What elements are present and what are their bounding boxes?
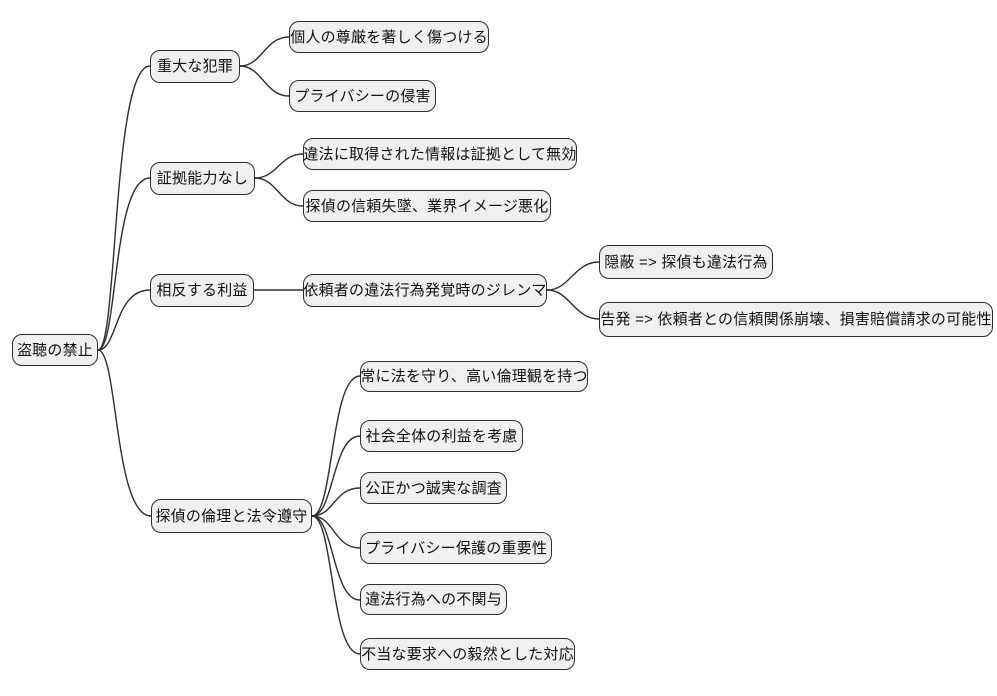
edge-ethics-social-benefit (311, 435, 361, 517)
leaf-whistleblowing: 告発 => 依頼者との信頼関係崩壊、損害賠償請求の可能性 (599, 302, 993, 337)
leaf-no-illegal-acts: 違法行為への不関与 (360, 584, 507, 615)
edge-evidence-invalid (254, 153, 304, 179)
leaf-privacy-protection: プライバシー保護の重要性 (360, 532, 552, 564)
edge-root-no-evidence (97, 177, 151, 351)
edge-ethics-firm-response (311, 515, 361, 655)
edge-crime-privacy (239, 65, 290, 97)
edge-ethics-no-illegal-acts (311, 515, 361, 601)
node-client-dilemma: 依頼者の違法行為発覚時のジレンマ (303, 274, 547, 307)
edge-evidence-trust-loss (254, 177, 304, 207)
edge-dilemma-whistleblowing (546, 289, 600, 320)
edge-root-major-crime (97, 65, 151, 351)
branch-detective-ethics: 探偵の倫理と法令遵守 (151, 499, 312, 533)
leaf-firm-response: 不当な要求への毅然とした対応 (360, 638, 575, 670)
leaf-fair-investigation: 公正かつ誠実な調査 (360, 472, 507, 504)
edge-ethics-obey-law (311, 375, 361, 517)
edge-root-detective-ethics (97, 349, 152, 517)
edge-ethics-privacy-protection (311, 515, 361, 549)
leaf-social-benefit: 社会全体の利益を考慮 (360, 420, 523, 452)
leaf-illegal-info-invalid: 違法に取得された情報は証拠として無効 (303, 138, 577, 170)
edge-crime-dignity (239, 36, 290, 67)
leaf-trust-loss: 探偵の信頼失墜、業界イメージ悪化 (303, 190, 551, 222)
edge-ethics-fair-investigation (311, 487, 361, 517)
leaf-dignity-harm: 個人の尊厳を著しく傷つける (289, 21, 489, 53)
edge-dilemma-concealment (546, 261, 600, 291)
leaf-privacy-violation: プライバシーの侵害 (289, 80, 436, 112)
branch-conflicting-interests: 相反する利益 (150, 274, 254, 307)
root-node: 盗聴の禁止 (12, 334, 98, 366)
leaf-concealment: 隠蔽 => 探偵も違法行為 (599, 245, 773, 279)
edge-root-conflicting-interests (97, 289, 151, 351)
branch-major-crime: 重大な犯罪 (150, 50, 240, 83)
branch-no-evidence: 証拠能力なし (150, 162, 255, 195)
leaf-obey-law: 常に法を守り、高い倫理観を持つ (360, 361, 588, 392)
